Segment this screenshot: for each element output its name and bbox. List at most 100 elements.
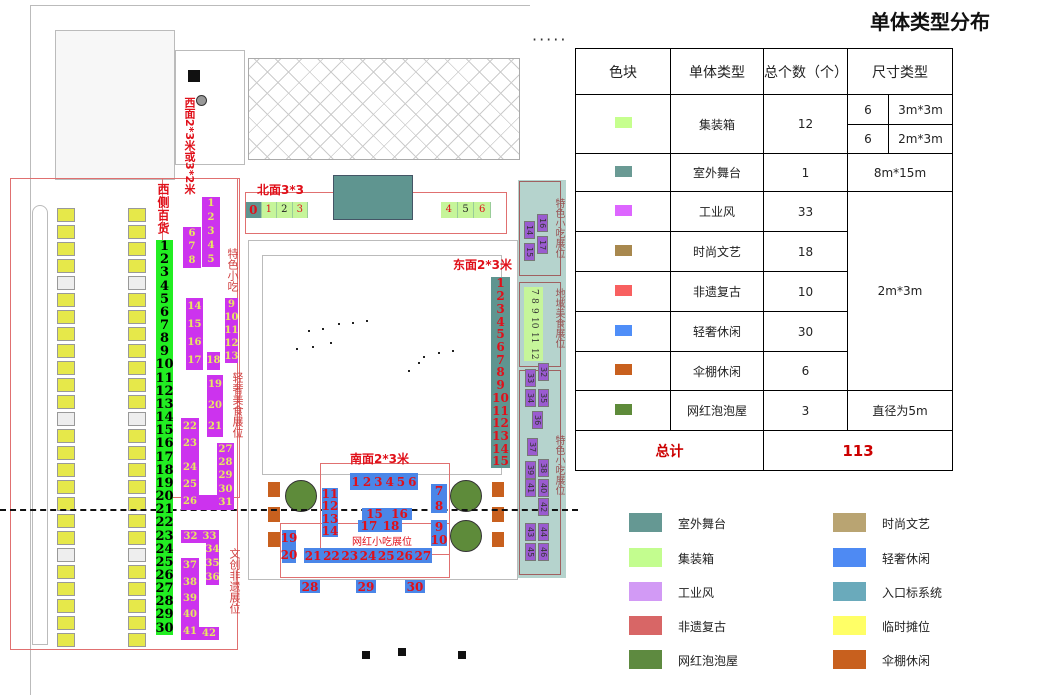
stall-number: 4 (159, 278, 170, 294)
lamp-dot (438, 352, 440, 354)
temporary-stall (128, 412, 146, 426)
stall-number: 6 (159, 304, 170, 320)
plaza-inner-outline (262, 255, 502, 475)
lamp-dot (330, 342, 332, 344)
total-value: 113 (763, 430, 953, 471)
legend-label: 集装箱 (678, 552, 715, 566)
legend-swatch (629, 616, 662, 635)
temporary-stall (57, 582, 75, 596)
stall-number: 39 (183, 592, 197, 604)
lamp-dot (418, 362, 420, 364)
size-count-cell: 6 (847, 124, 889, 154)
lamp-dot (452, 350, 454, 352)
temporary-stall (128, 344, 146, 358)
temporary-stall (128, 225, 146, 239)
size-cell: 3m*3m (888, 94, 953, 125)
stall-number: 38 (183, 576, 197, 588)
temporary-stall (57, 293, 75, 307)
color-swatch (614, 284, 632, 296)
count-cell: 18 (763, 231, 848, 272)
label-east-snack2: 特色小吃展位 (553, 435, 564, 495)
umbrella-stall (268, 482, 280, 497)
legend-label: 室外舞台 (678, 517, 727, 531)
legend-swatch (833, 548, 866, 567)
stall-number: 32 (183, 530, 198, 542)
stall-number: 9 (434, 519, 444, 534)
stall-number: 7 (529, 288, 539, 295)
temporary-stall (57, 429, 75, 443)
stall-number: 29 (218, 470, 233, 482)
zone-east-snack (519, 181, 561, 276)
temporary-stall (128, 361, 146, 375)
container-stall: 4 (441, 202, 458, 218)
stall-number: 23 (183, 437, 197, 449)
lamp-dot (408, 370, 410, 372)
snack-stall: 45 (525, 543, 536, 561)
map-outline (30, 5, 60, 695)
legend-label: 网红泡泡屋 (678, 654, 739, 668)
site-plan-map: 西侧百货 西面2*3米或3*2米 特色小吃 轻奢美食展位 文创非遗展位 北面3*… (0, 5, 578, 695)
stall-number: 28 (218, 457, 233, 469)
swatch-cell (575, 390, 671, 431)
stall-number: 13 (224, 350, 239, 362)
stall-number: 28 (301, 579, 319, 594)
stall-number: 9 (228, 298, 235, 310)
stall-number: 30 (155, 620, 174, 636)
temporary-stall (128, 310, 146, 324)
snack-stall: 17 (537, 236, 548, 254)
type-distribution-table: 色块 单体类型 总个数（个） 尺寸类型 集装箱 12 6 3m*3m 6 2m*… (575, 48, 953, 471)
temporary-stall (57, 548, 75, 562)
legend-label: 伞棚休闲 (882, 654, 931, 668)
stall-number: 34 (205, 544, 220, 555)
snack-stall: 41 (525, 479, 536, 497)
legend-label: 入口标系统 (882, 586, 943, 600)
stall-number: 11 (529, 332, 539, 344)
temporary-stall (57, 531, 75, 545)
stall-number: 24 (155, 541, 174, 557)
stall-number: 2 (207, 212, 215, 223)
stall-number: 21 (155, 502, 174, 518)
swatch-cell (575, 311, 671, 352)
temporary-stall (57, 395, 75, 409)
color-swatch (614, 324, 632, 336)
temporary-stall (128, 463, 146, 477)
stall-number: 18 (206, 355, 221, 366)
map-outline (30, 5, 530, 6)
lamp-dot (312, 346, 314, 348)
stall-number: 4 (496, 314, 505, 329)
temporary-stall (57, 514, 75, 528)
legend-swatch (833, 513, 866, 532)
color-swatch (614, 403, 632, 415)
legend-swatch (833, 582, 866, 601)
lamp-dot (308, 330, 310, 332)
temporary-stall (128, 293, 146, 307)
stall-number: 7 (434, 484, 444, 499)
umbrella-stall (492, 532, 504, 547)
temporary-stall (57, 208, 75, 222)
stall-number: 19 (208, 379, 222, 391)
count-cell: 6 (763, 351, 848, 391)
stall-number: 9 (529, 307, 539, 314)
temporary-stall (128, 242, 146, 256)
type-cell: 网红泡泡屋 (670, 390, 764, 431)
stall-number: 27 (155, 581, 174, 597)
temporary-stall (128, 565, 146, 579)
type-cell: 工业风 (670, 191, 764, 232)
stall-number: 33 (202, 530, 217, 542)
snack-stall: 44 (538, 523, 549, 541)
temporary-stall (128, 378, 146, 392)
legend-label: 临时摊位 (882, 620, 931, 634)
snack-stall: 37 (527, 438, 538, 456)
stall-number: 26 (155, 567, 174, 583)
temporary-stall (128, 531, 146, 545)
stall-number: 8 (188, 255, 196, 267)
stall-number: 10 (492, 390, 509, 405)
stall-number: 14 (321, 523, 339, 538)
